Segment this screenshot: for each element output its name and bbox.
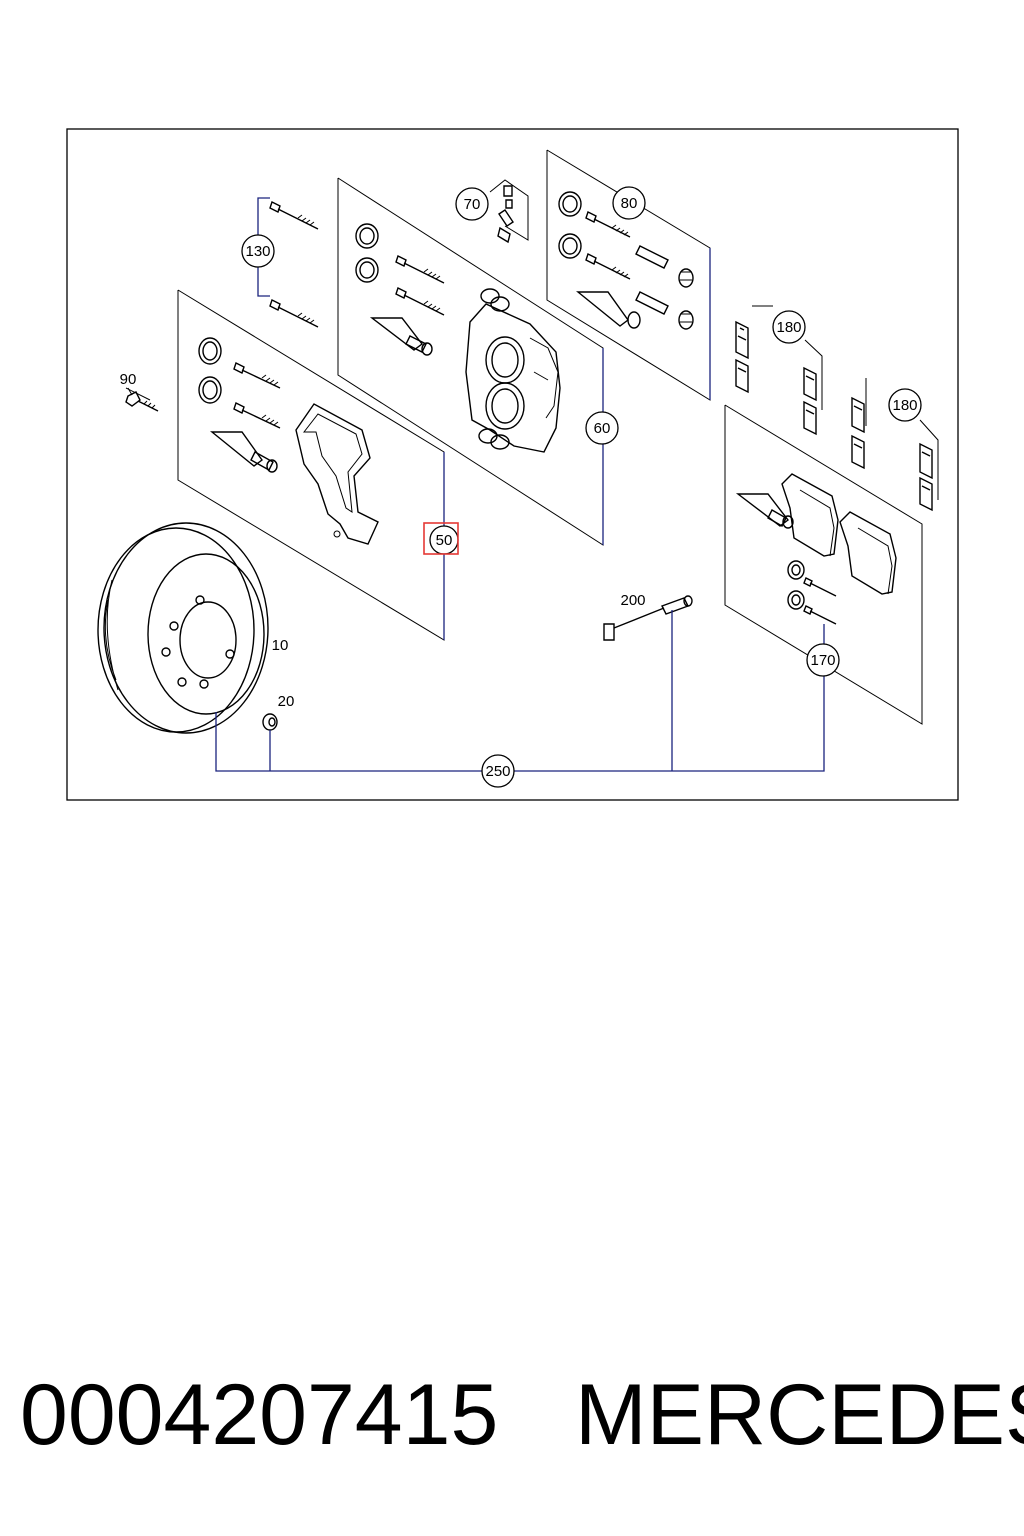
callout-250-label: 250 xyxy=(485,763,510,780)
group-180-outline xyxy=(752,305,939,500)
group-60-parts xyxy=(355,223,561,453)
group-50-parts xyxy=(198,337,379,545)
callout-180-upper[interactable]: 180 xyxy=(772,310,806,344)
group-80-parts xyxy=(558,191,694,330)
callout-80-label: 80 xyxy=(621,195,638,212)
group-200-parts xyxy=(603,595,693,641)
callout-130[interactable]: 130 xyxy=(241,234,275,268)
callout-170[interactable]: 170 xyxy=(806,643,840,677)
group-70-parts xyxy=(489,179,529,244)
label-20[interactable]: 20 xyxy=(278,693,295,710)
part-number: 0004207415 xyxy=(20,1367,499,1463)
callout-70[interactable]: 70 xyxy=(455,187,489,221)
callout-130-label: 130 xyxy=(245,243,270,260)
callout-60[interactable]: 60 xyxy=(585,411,619,445)
wheel-nut xyxy=(262,713,278,731)
group-170-parts xyxy=(735,473,897,625)
callout-180-lower-label: 180 xyxy=(892,397,917,414)
callout-60-label: 60 xyxy=(594,420,611,437)
callout-180-upper-label: 180 xyxy=(776,319,801,336)
group-130-parts xyxy=(257,197,319,328)
leader-lines xyxy=(125,248,825,772)
brand-name: MERCEDES xyxy=(575,1367,1024,1463)
callout-180-lower[interactable]: 180 xyxy=(888,388,922,422)
label-90[interactable]: 90 xyxy=(120,371,137,388)
callout-50-label: 50 xyxy=(436,532,453,549)
callout-80[interactable]: 80 xyxy=(612,186,646,220)
group-90-parts xyxy=(125,387,159,412)
brake-disc xyxy=(97,522,269,734)
group-180-parts xyxy=(735,320,933,512)
callout-170-label: 170 xyxy=(810,652,835,669)
group-170-outline xyxy=(724,404,923,725)
callout-50-highlight xyxy=(423,522,459,555)
callout-70-label: 70 xyxy=(464,196,481,213)
label-10[interactable]: 10 xyxy=(272,637,289,654)
label-200[interactable]: 200 xyxy=(620,592,645,609)
callout-250[interactable]: 250 xyxy=(481,754,515,788)
callout-50[interactable]: 50 xyxy=(423,522,459,555)
footer: 0004207415 MERCEDES xyxy=(20,1360,1024,1470)
diagram-frame xyxy=(66,128,959,801)
